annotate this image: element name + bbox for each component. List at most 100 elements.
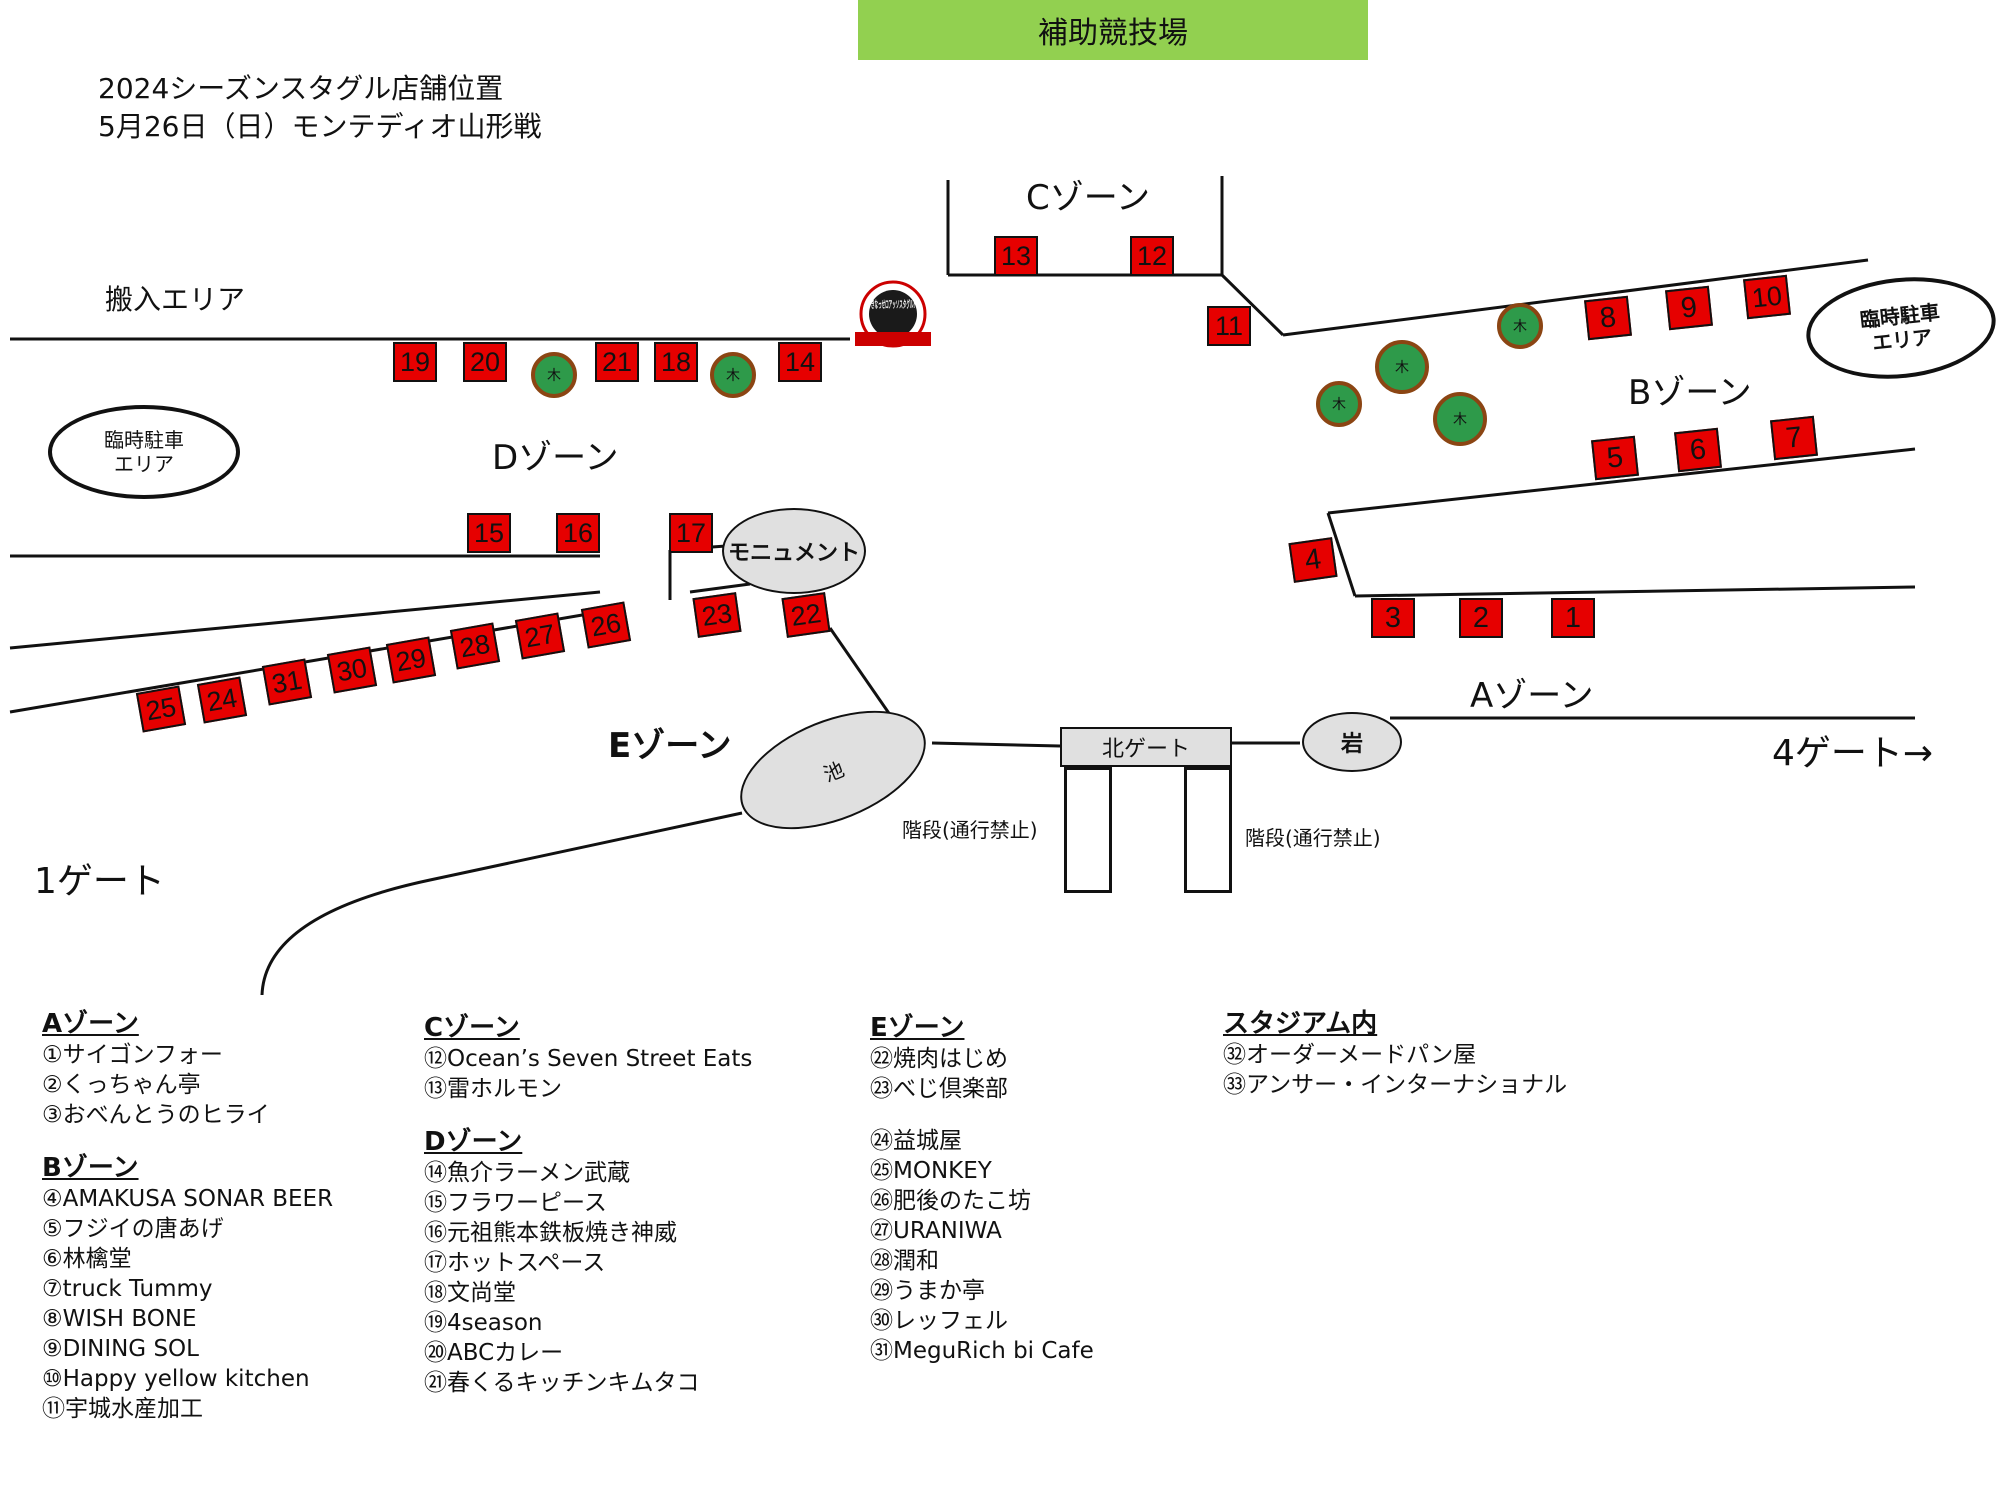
stall-12: 12 xyxy=(1130,236,1174,276)
list-item: ③おべんとうのヒライ xyxy=(42,1102,270,1128)
stall-31: 31 xyxy=(261,658,313,706)
stall-7: 7 xyxy=(1770,415,1818,461)
legend-stadium-heading: スタジアム内 xyxy=(1223,1009,1378,1039)
list-item: ⑭魚介ラーメン武蔵 xyxy=(424,1160,631,1186)
gate-4-label: 4ゲート→ xyxy=(1772,733,1934,774)
carry-in-area-label: 搬入エリア xyxy=(105,283,246,316)
list-item: ⑳ABCカレー xyxy=(424,1340,564,1366)
list-item: ⑮フラワーピース xyxy=(424,1190,607,1216)
header-label: 補助競技場 xyxy=(1038,16,1188,51)
list-item: ㉗URANIWA xyxy=(870,1218,1002,1244)
gate-1-label: 1ゲート xyxy=(34,861,165,902)
legend-c-d-zone: Cゾーン ⑫Ocean’s Seven Street Eats ⑬雷ホルモン D… xyxy=(424,1012,752,1398)
stall-18: 18 xyxy=(654,342,698,382)
north-gate: 北ゲート xyxy=(1060,727,1232,767)
tree-icon: 木 xyxy=(1433,392,1487,446)
legend-d-heading: Dゾーン xyxy=(424,1127,523,1157)
stall-13: 13 xyxy=(994,236,1038,276)
stall-11: 11 xyxy=(1207,306,1251,346)
list-item: ②くっちゃん亭 xyxy=(42,1072,201,1098)
stairs-right-label: 階段(通行禁止) xyxy=(1245,826,1381,850)
list-item: ㉛MeguRich bi Cafe xyxy=(870,1338,1094,1364)
list-item: ⑫Ocean’s Seven Street Eats xyxy=(424,1046,753,1072)
list-item: ⑤フジイの唐あげ xyxy=(42,1216,224,1242)
legend-b-heading: Bゾーン xyxy=(42,1153,139,1183)
tree-icon: 木 xyxy=(1375,340,1429,394)
stall-1: 1 xyxy=(1551,598,1595,638)
list-item: ⑬雷ホルモン xyxy=(424,1076,562,1102)
list-item: ①サイゴンフォー xyxy=(42,1042,223,1068)
auxiliary-field-header: 補助競技場 xyxy=(858,0,1368,60)
list-item: ⑰ホットスペース xyxy=(424,1250,606,1276)
page-title: 2024シーズンスタグル店舗位置 5月26日（日）モンテディオ山形戦 xyxy=(98,70,542,146)
list-item: ㉙うまか亭 xyxy=(870,1278,985,1304)
kinasse-roasso-stagle-logo: きなっせロアッソスタグル! xyxy=(855,280,931,348)
list-item: ⑥林檎堂 xyxy=(42,1246,132,1272)
stairs-up: ↑ xyxy=(1184,767,1232,893)
monument: モニュメント xyxy=(722,508,866,594)
tree-icon: 木 xyxy=(1316,381,1362,427)
stairs-left-label: 階段(通行禁止) xyxy=(902,818,1038,842)
title-line-2: 5月26日（日）モンテディオ山形戦 xyxy=(98,110,542,143)
list-item: ㉖肥後のたこ坊 xyxy=(870,1188,1031,1214)
list-item: ⑦truck Tummy xyxy=(42,1276,213,1302)
stall-4: 4 xyxy=(1288,537,1338,583)
stall-21: 21 xyxy=(595,342,639,382)
stall-5: 5 xyxy=(1591,435,1639,481)
stall-27: 27 xyxy=(514,612,566,660)
stall-8: 8 xyxy=(1584,295,1632,341)
stall-22: 22 xyxy=(781,592,831,638)
stall-30: 30 xyxy=(326,646,378,694)
zone-c-label: Cゾーン xyxy=(1026,178,1151,218)
stall-3: 3 xyxy=(1371,598,1415,638)
stall-10: 10 xyxy=(1743,274,1791,320)
list-item: ㉘潤和 xyxy=(870,1248,939,1274)
list-item: ㉔益城屋 xyxy=(870,1128,962,1154)
tree-icon: 木 xyxy=(531,352,577,398)
stall-6: 6 xyxy=(1674,427,1722,473)
zone-a-label: Aゾーン xyxy=(1470,676,1594,716)
temporary-parking-left: 臨時駐車エリア xyxy=(48,405,240,499)
list-item: ⑯元祖熊本鉄板焼き神威 xyxy=(424,1220,677,1246)
list-item: ⑨DINING SOL xyxy=(42,1336,199,1362)
legend-e-heading: Eゾーン xyxy=(870,1013,965,1043)
stall-24: 24 xyxy=(196,676,248,724)
list-item: ㉕MONKEY xyxy=(870,1158,992,1184)
list-item: ㉒焼肉はじめ xyxy=(870,1046,1008,1072)
zone-b-label: Bゾーン xyxy=(1628,373,1752,413)
list-item: ⑪宇城水産加工 xyxy=(42,1396,203,1422)
zone-e-label: Eゾーン xyxy=(608,726,732,766)
stall-28: 28 xyxy=(449,622,501,670)
list-item: ㉓べじ倶楽部 xyxy=(870,1076,1008,1102)
stall-15: 15 xyxy=(467,513,511,553)
legend-e-zone: Eゾーン ㉒焼肉はじめ ㉓べじ倶楽部 ㉔益城屋 ㉕MONKEY ㉖肥後のたこ坊 … xyxy=(870,1012,1094,1366)
legend-stadium: スタジアム内 ㉜オーダーメードパン屋 ㉝アンサー・インターナショナル xyxy=(1223,1008,1567,1100)
stall-19: 19 xyxy=(393,342,437,382)
stall-23: 23 xyxy=(692,592,742,638)
stall-17: 17 xyxy=(669,513,713,553)
rock: 岩 xyxy=(1302,712,1402,772)
list-item: ㉜オーダーメードパン屋 xyxy=(1223,1042,1477,1068)
legend-a-heading: Aゾーン xyxy=(42,1009,139,1039)
list-item: ⑩Happy yellow kitchen xyxy=(42,1366,310,1392)
legend-c-heading: Cゾーン xyxy=(424,1013,520,1043)
stall-25: 25 xyxy=(135,685,187,733)
list-item: ㉝アンサー・インターナショナル xyxy=(1223,1072,1568,1098)
stall-9: 9 xyxy=(1665,285,1713,331)
stall-16: 16 xyxy=(556,513,600,553)
tree-icon: 木 xyxy=(710,352,756,398)
list-item: ⑲4season xyxy=(424,1310,543,1336)
list-item: ⑱文尚堂 xyxy=(424,1280,516,1306)
stall-14: 14 xyxy=(778,342,822,382)
stall-2: 2 xyxy=(1459,598,1503,638)
list-item: ⑧WISH BONE xyxy=(42,1306,197,1332)
stall-29: 29 xyxy=(385,636,437,684)
list-item: ㉑春くるキッチンキムタコ xyxy=(424,1370,700,1396)
stall-20: 20 xyxy=(463,342,507,382)
list-item: ④AMAKUSA SONAR BEER xyxy=(42,1186,334,1212)
legend-a-zone: Aゾーン ①サイゴンフォー ②くっちゃん亭 ③おべんとうのヒライ Bゾーン ④A… xyxy=(42,1008,333,1424)
zone-d-label: Dゾーン xyxy=(492,438,619,478)
logo-text: きなっせロアッソスタグル! xyxy=(871,298,915,311)
stairs-down: ↓ xyxy=(1064,767,1112,893)
list-item: ㉚レッフェル xyxy=(870,1308,1008,1334)
